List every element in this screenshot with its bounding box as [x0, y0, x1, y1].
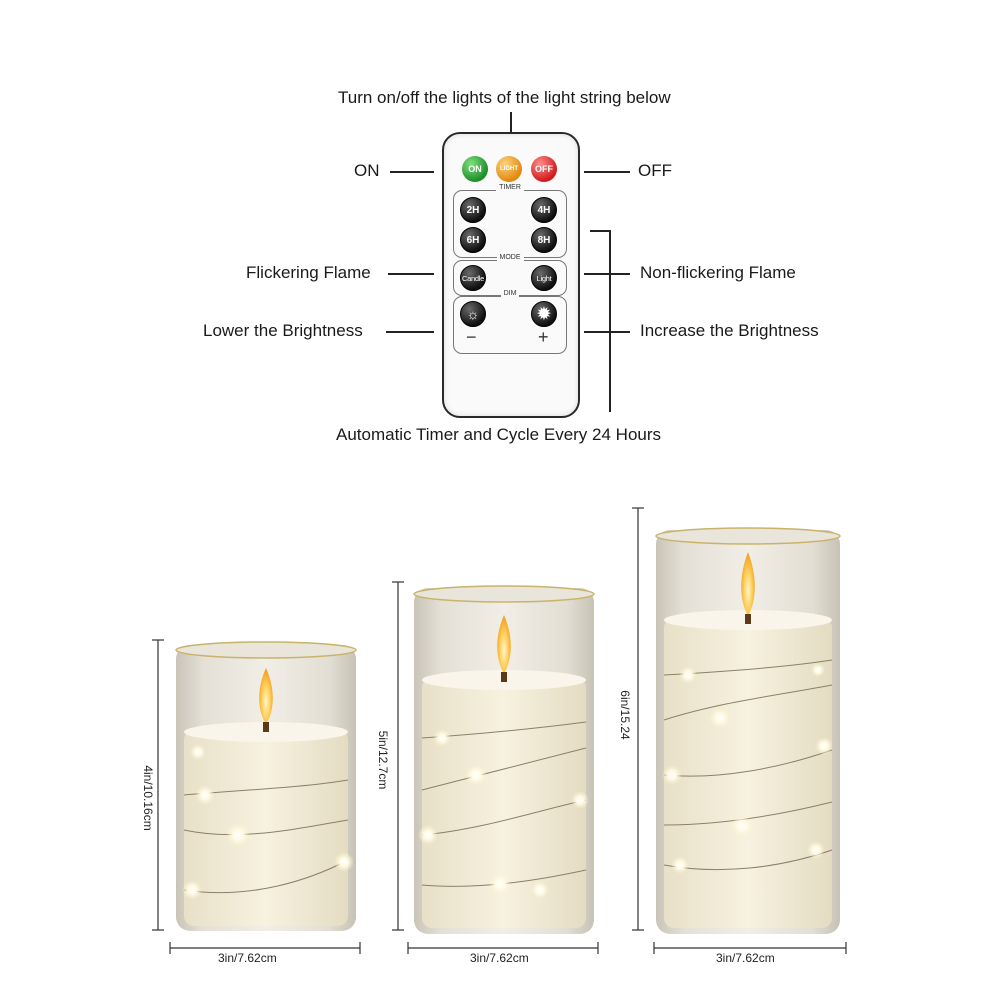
candle-mode-button[interactable]: Candle: [460, 265, 486, 291]
timer-8h-button[interactable]: 8H: [531, 227, 557, 253]
mode-group: MODE Candle Light: [453, 254, 567, 296]
sun-large-icon: ✹: [537, 306, 551, 323]
light-button[interactable]: LIGHT: [496, 156, 522, 182]
light-mode-button[interactable]: Light: [531, 265, 557, 291]
candle-medium: [413, 585, 595, 934]
candle-large-width: 3in/7.62cm: [716, 951, 775, 965]
minus-symbol: −: [466, 327, 477, 347]
timer-2h-button[interactable]: 2H: [460, 197, 486, 223]
dim-up-button[interactable]: ✹: [531, 301, 557, 327]
nonflicker-label: Non-flickering Flame: [640, 263, 796, 282]
candles-illustration: [152, 507, 847, 954]
candle-small: [175, 641, 357, 931]
timer-4h-button[interactable]: 4H: [531, 197, 557, 223]
on-button[interactable]: ON: [462, 156, 488, 182]
dim-group: DIM ☼ ✹ − +: [453, 290, 567, 354]
flicker-label: Flickering Flame: [246, 263, 371, 282]
timer-bracket-line: [609, 230, 611, 412]
flicker-line: [388, 273, 434, 275]
sun-small-icon: ☼: [466, 306, 480, 322]
on-label: ON: [354, 161, 380, 180]
candle-small-height: 4in/10.16cm: [141, 765, 155, 831]
mode-label: MODE: [496, 254, 524, 261]
nonflicker-line: [584, 273, 630, 275]
off-line: [584, 171, 630, 173]
candle-large-height: 6in/15.24: [618, 690, 632, 740]
off-button[interactable]: OFF: [531, 156, 557, 182]
remote-control: ON LIGHT OFF TIMER 2H 4H 6H 8H MODE Cand…: [442, 132, 580, 418]
candle-medium-height: 5in/12.7cm: [376, 730, 390, 790]
dim-down-button[interactable]: ☼: [460, 301, 486, 327]
increase-label: Increase the Brightness: [640, 321, 819, 340]
candle-medium-width: 3in/7.62cm: [470, 951, 529, 965]
top-connector: [510, 112, 512, 132]
top-caption: Turn on/off the lights of the light stri…: [338, 88, 671, 107]
candle-small-width: 3in/7.62cm: [218, 951, 277, 965]
dim-label: DIM: [500, 290, 520, 297]
timer-6h-button[interactable]: 6H: [460, 227, 486, 253]
candle-large: [655, 527, 841, 934]
lower-line: [386, 331, 434, 333]
on-line: [390, 171, 434, 173]
off-label: OFF: [638, 161, 672, 180]
plus-symbol: +: [538, 327, 549, 347]
bottom-caption: Automatic Timer and Cycle Every 24 Hours: [336, 425, 662, 444]
timer-bracket-top: [590, 230, 610, 232]
dimension-lines: [152, 507, 847, 954]
increase-line: [584, 331, 630, 333]
lower-label: Lower the Brightness: [203, 321, 363, 340]
timer-label: TIMER: [496, 184, 524, 191]
timer-group: TIMER 2H 4H 6H 8H: [453, 184, 567, 258]
